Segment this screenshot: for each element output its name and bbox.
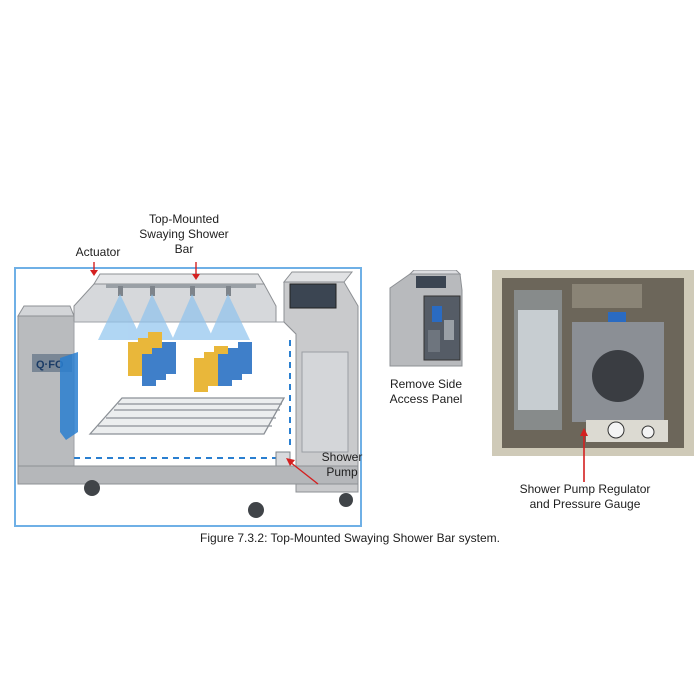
regulator-arrow-stem	[583, 456, 585, 482]
casters	[84, 480, 353, 518]
test-samples-right	[194, 342, 252, 392]
cutaway-frame	[14, 267, 362, 527]
callout-shower-bar: Top-Mounted Swaying Shower Bar	[139, 212, 229, 256]
callout-regulator: Shower Pump Regulator and Pressure Gauge	[519, 482, 651, 511]
figure-caption: Figure 7.3.2: Top-Mounted Swaying Shower…	[200, 531, 500, 545]
shower-bar	[106, 284, 256, 288]
control-screen	[289, 283, 337, 309]
callout-arrows	[90, 262, 319, 485]
blue-fitting	[608, 312, 626, 322]
callout-actuator: Actuator	[75, 245, 121, 259]
chamber-cutaway-illustration: Q·FO	[14, 262, 362, 527]
water-reservoir	[60, 352, 78, 440]
shower-nozzles	[118, 286, 231, 296]
cabinet-lid	[73, 283, 277, 323]
side-access-panel-photo	[389, 270, 463, 367]
test-samples-left	[128, 332, 176, 386]
vent-fan	[592, 350, 644, 402]
sample-rack	[88, 397, 286, 435]
pressure-gauge	[607, 421, 625, 439]
chamber-base	[17, 465, 359, 485]
callout-side-panel: Remove Side Access Panel	[389, 377, 463, 406]
spray-pattern	[98, 294, 250, 340]
chamber-brand-logo: Q·FO	[36, 359, 64, 371]
regulator-interior-photo	[492, 270, 694, 456]
callout-shower-pump: Shower Pump	[321, 450, 363, 479]
